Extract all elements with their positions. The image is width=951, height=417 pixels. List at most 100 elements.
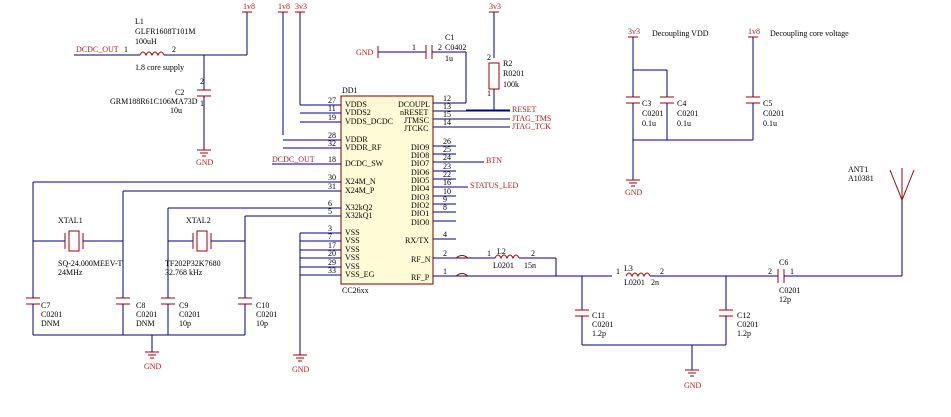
svg-text:31: 31 xyxy=(328,182,336,191)
svg-text:DIO8: DIO8 xyxy=(411,151,429,160)
svg-text:GND: GND xyxy=(625,188,643,197)
svg-text:RESET: RESET xyxy=(512,105,537,114)
svg-text:2: 2 xyxy=(768,267,772,276)
svg-text:33: 33 xyxy=(328,266,336,275)
svg-text:C4: C4 xyxy=(677,99,686,108)
svg-text:20: 20 xyxy=(328,249,336,258)
svg-text:GND: GND xyxy=(144,362,162,371)
svg-text:1: 1 xyxy=(616,267,620,276)
svg-text:R2: R2 xyxy=(503,59,512,68)
svg-text:3v3: 3v3 xyxy=(489,2,501,11)
svg-text:C0201: C0201 xyxy=(136,310,157,319)
svg-text:SQ-24.000MEEV-T: SQ-24.000MEEV-T xyxy=(58,259,122,268)
svg-text:VSS_EG: VSS_EG xyxy=(345,270,375,279)
svg-text:XTAL2: XTAL2 xyxy=(186,216,211,225)
svg-text:L2: L2 xyxy=(497,247,506,256)
svg-text:1: 1 xyxy=(200,99,204,108)
resistor-r2: R2 R0201 100k 2 1 xyxy=(466,53,524,111)
svg-text:DCDC_OUT: DCDC_OUT xyxy=(272,155,315,164)
capacitor-c2: C2 GRM188R61C106MA73D 10u 2 1 xyxy=(110,55,211,150)
inductor-l1: L1 GLFR1608T101M 100uH 1.8 core supply 1… xyxy=(74,17,248,72)
svg-text:100uH: 100uH xyxy=(135,37,157,46)
svg-text:XTAL1: XTAL1 xyxy=(58,216,83,225)
svg-text:23: 23 xyxy=(443,162,451,171)
svg-text:5: 5 xyxy=(328,207,332,216)
svg-text:C0201: C0201 xyxy=(737,320,758,329)
svg-text:C10: C10 xyxy=(256,301,269,310)
svg-text:DIO6: DIO6 xyxy=(411,168,429,177)
svg-text:X24M_N: X24M_N xyxy=(345,177,376,186)
svg-text:27: 27 xyxy=(328,96,336,105)
svg-text:1v8: 1v8 xyxy=(278,2,290,11)
svg-text:C0201: C0201 xyxy=(642,109,663,118)
svg-text:2: 2 xyxy=(438,43,442,52)
svg-text:C9: C9 xyxy=(179,301,188,310)
svg-text:12p: 12p xyxy=(779,295,791,304)
svg-text:29: 29 xyxy=(328,258,336,267)
svg-text:VSS: VSS xyxy=(345,245,360,254)
svg-text:C8: C8 xyxy=(136,301,145,310)
svg-text:1: 1 xyxy=(124,45,128,54)
svg-text:L1: L1 xyxy=(135,17,144,26)
svg-text:6: 6 xyxy=(328,199,332,208)
svg-text:C0201: C0201 xyxy=(41,310,62,319)
svg-text:VSS: VSS xyxy=(345,228,360,237)
svg-text:2: 2 xyxy=(660,267,664,276)
svg-text:Decoupling VDD: Decoupling VDD xyxy=(652,29,709,38)
svg-text:1v8: 1v8 xyxy=(748,27,760,36)
pin-x24m-p: 31 X24M_P xyxy=(123,182,375,195)
svg-text:8: 8 xyxy=(443,203,447,212)
svg-text:DCDC_OUT: DCDC_OUT xyxy=(76,45,119,54)
pin-vss-3: 3 VSS xyxy=(300,224,360,237)
pin-rf-n: 2RF_N xyxy=(411,249,495,264)
svg-text:nRESET: nRESET xyxy=(400,108,429,117)
svg-text:C3: C3 xyxy=(642,99,651,108)
chip-dd1: DD1 CC26xx xyxy=(340,86,434,295)
svg-text:1.2p: 1.2p xyxy=(592,329,606,338)
svg-text:STATUS_LED: STATUS_LED xyxy=(470,181,518,190)
svg-text:10: 10 xyxy=(443,187,451,196)
svg-text:C0201: C0201 xyxy=(677,109,698,118)
svg-text:0.1u: 0.1u xyxy=(677,119,691,128)
pin-dio0: DIO0 xyxy=(411,218,456,227)
svg-text:4: 4 xyxy=(443,230,447,239)
svg-text:TF202P32K7680: TF202P32K7680 xyxy=(165,259,221,268)
svg-text:C2: C2 xyxy=(175,88,184,97)
svg-text:3: 3 xyxy=(328,224,332,233)
crystal-xtal1: XTAL1 SQ-24.000MEEV-T 24MHz xyxy=(32,182,124,290)
svg-text:10p: 10p xyxy=(179,319,191,328)
svg-text:X24M_P: X24M_P xyxy=(345,186,375,195)
svg-text:9: 9 xyxy=(443,195,447,204)
svg-text:JTAG_TMS: JTAG_TMS xyxy=(512,114,551,123)
pin-vss-29: 29 VSS xyxy=(300,258,360,271)
gnd-symbol-c2: GND xyxy=(196,149,214,167)
svg-text:RF_P: RF_P xyxy=(411,273,430,282)
svg-text:VDDR: VDDR xyxy=(345,135,368,144)
pin-vss-eg: 33 VSS_EG xyxy=(300,266,375,279)
svg-text:L3: L3 xyxy=(624,264,633,273)
svg-text:11: 11 xyxy=(328,104,336,113)
rf-marker-glyphs xyxy=(455,255,469,277)
svg-text:3v3: 3v3 xyxy=(628,27,640,36)
svg-text:L0201: L0201 xyxy=(624,278,645,287)
svg-text:0.1u: 0.1u xyxy=(642,119,656,128)
svg-text:2n: 2n xyxy=(651,278,659,287)
svg-text:GND: GND xyxy=(196,158,214,167)
svg-text:ANT1: ANT1 xyxy=(848,165,868,174)
svg-text:DNM: DNM xyxy=(136,319,155,328)
pin-rxtx: 4RX/TX xyxy=(405,230,456,245)
svg-text:10p: 10p xyxy=(256,319,268,328)
svg-text:GND: GND xyxy=(356,48,374,57)
svg-text:VSS: VSS xyxy=(345,262,360,271)
